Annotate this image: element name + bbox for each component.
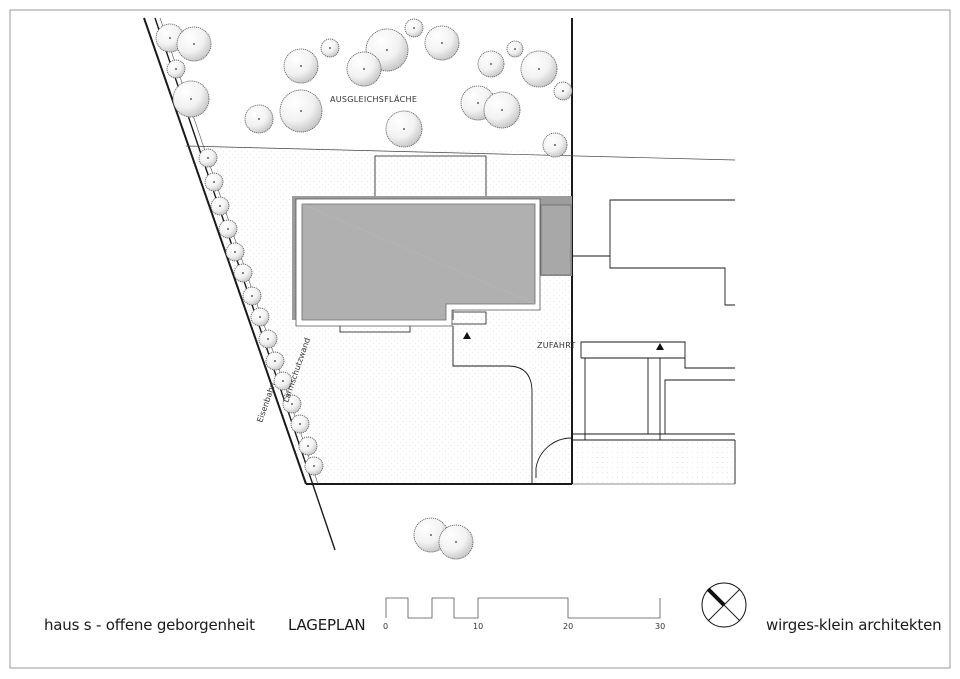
- tree-center-dot: [259, 316, 261, 318]
- tree-center-dot: [169, 37, 171, 39]
- neighbour-buildings: [572, 199, 736, 485]
- tree-center-dot: [441, 42, 443, 44]
- main-building: [292, 196, 572, 327]
- property-line: [185, 145, 736, 161]
- tree-group: [155, 18, 573, 560]
- tree-center-dot: [291, 403, 293, 405]
- tree-center-dot: [403, 128, 405, 130]
- tree-center-dot: [554, 144, 556, 146]
- tree-center-dot: [227, 228, 229, 230]
- railway-label: Eisenbahn: [255, 381, 277, 423]
- tree-center-dot: [193, 43, 195, 45]
- north-arrow-icon: [701, 582, 747, 628]
- tree-center-dot: [213, 181, 215, 183]
- tree-center-dot: [430, 534, 432, 536]
- entrance-triangle-icon: [656, 343, 664, 350]
- tree-center-dot: [258, 118, 260, 120]
- tree-center-dot: [207, 157, 209, 159]
- tree-center-dot: [501, 109, 503, 111]
- tree-center-dot: [562, 90, 564, 92]
- tree-center-dot: [251, 295, 253, 297]
- architect-name: wirges-klein architekten: [766, 616, 942, 634]
- tree-center-dot: [267, 338, 269, 340]
- tree-center-dot: [538, 68, 540, 70]
- tree-center-dot: [300, 65, 302, 67]
- tree-center-dot: [386, 49, 388, 51]
- tree-center-dot: [307, 445, 309, 447]
- drawing-title: LAGEPLAN: [288, 616, 366, 634]
- tree-center-dot: [242, 272, 244, 274]
- tree-center-dot: [282, 380, 284, 382]
- tree-center-dot: [299, 423, 301, 425]
- tree-center-dot: [363, 68, 365, 70]
- tree-center-dot: [234, 251, 236, 253]
- tree-center-dot: [190, 98, 192, 100]
- sheet-frame: [9, 9, 951, 669]
- tree-center-dot: [313, 465, 315, 467]
- tree-center-dot: [477, 102, 479, 104]
- tree-center-dot: [300, 110, 302, 112]
- driveway-path: [452, 326, 573, 484]
- scale-bar: [385, 597, 661, 619]
- project-title: haus s - offene geborgenheit: [44, 616, 255, 634]
- tree-center-dot: [329, 47, 331, 49]
- tree-center-dot: [455, 541, 457, 543]
- scale-tick-label: 30: [655, 622, 666, 631]
- tree-center-dot: [175, 68, 177, 70]
- entrance-triangle-icon: [463, 332, 471, 339]
- tree-center-dot: [274, 360, 276, 362]
- scale-tick-label: 0: [383, 622, 389, 631]
- tree-center-dot: [514, 48, 516, 50]
- driveway-label: ZUFAHRT: [537, 341, 576, 350]
- tree-center-dot: [490, 63, 492, 65]
- compensation-area-label: AUSGLEICHSFLÄCHE: [330, 95, 418, 104]
- tree-center-dot: [413, 27, 415, 29]
- scale-tick-label: 10: [473, 622, 484, 631]
- tree-center-dot: [219, 205, 221, 207]
- scale-tick-label: 20: [563, 622, 574, 631]
